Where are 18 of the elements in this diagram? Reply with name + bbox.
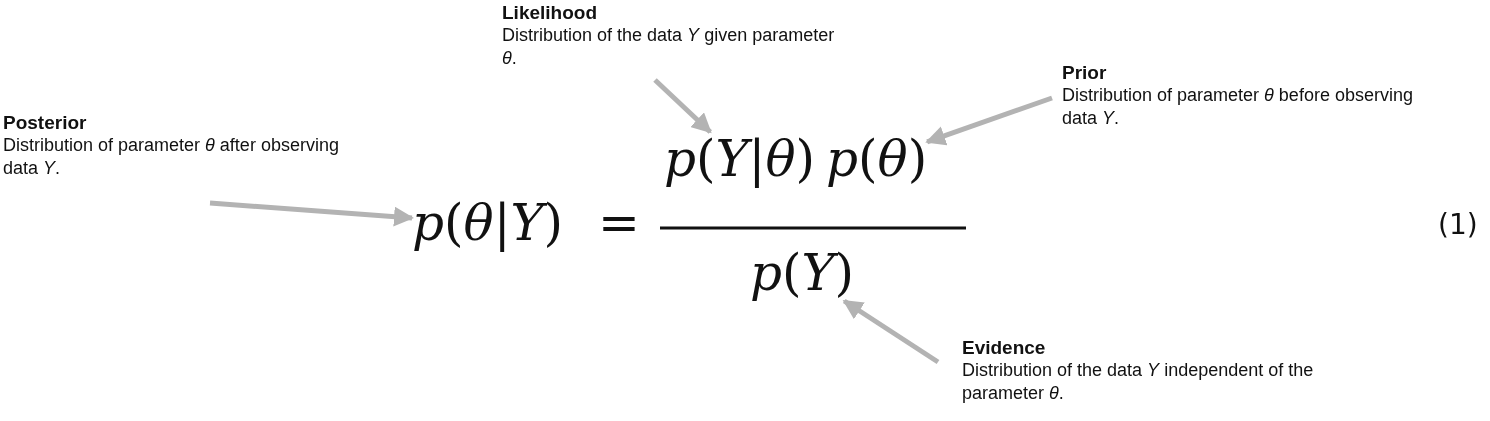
arrow [209,200,414,227]
evidence-term: p(Y) [750,246,855,301]
annotation-heading: Prior [1062,62,1107,84]
arrow [925,95,1053,146]
annotation-text: Distribution of the data Y given parameter θ. [502,24,836,71]
annotation-text: Distribution of parameter θ before observing data Y. [1062,84,1414,131]
annotation-heading: Posterior [3,112,87,134]
equals-sign: = [598,196,640,251]
likelihood-term: p(Y|θ) [664,132,816,187]
annotation-heading: Likelihood [502,2,597,24]
arrow [653,78,712,134]
annotation-text: Distribution of parameter θ after observing data Y. [3,134,340,181]
prior-term: p(θ) [826,132,928,187]
annotation-text: Distribution of the data Y independent of the parameter θ. [962,359,1315,406]
annotation-heading: Evidence [962,337,1046,359]
equation-number: (1) [1438,210,1478,241]
posterior-term: p(θ|Y) [412,196,564,251]
arrow [842,298,940,365]
